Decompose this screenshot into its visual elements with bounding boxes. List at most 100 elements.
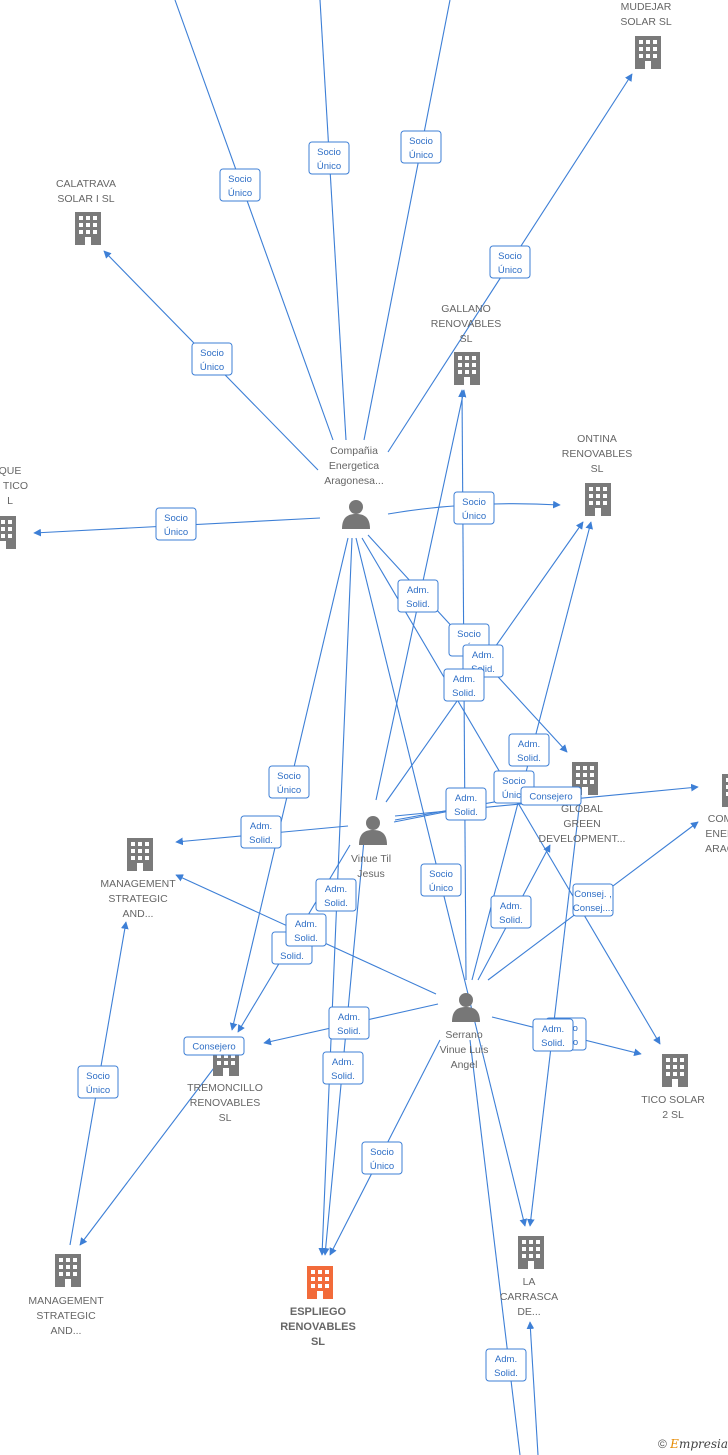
- person-icon[interactable]: [452, 993, 480, 1022]
- badge-box[interactable]: [489, 245, 531, 279]
- building-icon[interactable]: [635, 36, 661, 69]
- badge-box[interactable]: [453, 491, 495, 525]
- badge-label: Consej. ,Consej....: [573, 889, 613, 914]
- edge: [469, 1039, 521, 1455]
- badge-box[interactable]: [155, 507, 197, 541]
- badge-box[interactable]: [400, 130, 442, 164]
- badge-box[interactable]: [308, 141, 350, 175]
- badge-label: Adm.Solid.: [454, 793, 478, 818]
- badge-box[interactable]: [532, 1018, 574, 1052]
- node-com_right[interactable]: COMENERARAG: [705, 774, 728, 855]
- badge-box[interactable]: [572, 883, 614, 917]
- person-icon[interactable]: [359, 816, 387, 845]
- relationship-badge[interactable]: Adm.Solid.: [240, 815, 282, 849]
- badge-box[interactable]: [361, 1141, 403, 1175]
- building-icon[interactable]: [127, 838, 153, 871]
- relationship-badge[interactable]: Consejero: [520, 786, 582, 806]
- relationship-badge[interactable]: Adm.Solid.: [443, 668, 485, 702]
- badge-box[interactable]: [508, 733, 550, 767]
- relationship-badge[interactable]: Adm.Solid.: [490, 895, 532, 929]
- building-icon[interactable]: [518, 1236, 544, 1269]
- building-icon[interactable]: [75, 212, 101, 245]
- relationship-badge[interactable]: Adm.Solid.: [285, 913, 327, 947]
- edge: [363, 0, 451, 441]
- badge-box[interactable]: [191, 342, 233, 376]
- relationship-badge[interactable]: Consejero: [183, 1036, 245, 1056]
- relationship-badge[interactable]: Adm.Solid.: [322, 1051, 364, 1085]
- badge-label: Adm.Solid.: [541, 1024, 565, 1049]
- relationship-badge[interactable]: Consej. ,Consej....: [572, 883, 614, 917]
- relationship-badge[interactable]: Adm.Solid.: [328, 1006, 370, 1040]
- relationship-badge[interactable]: Adm.Solid.: [532, 1018, 574, 1052]
- building-icon[interactable]: [55, 1254, 81, 1287]
- badge-box[interactable]: [490, 895, 532, 929]
- badge-box[interactable]: [268, 765, 310, 799]
- badge-box[interactable]: [315, 878, 357, 912]
- edge: [321, 839, 365, 1256]
- building-icon[interactable]: [585, 483, 611, 516]
- edge: [174, 0, 334, 441]
- badge-box[interactable]: [328, 1006, 370, 1040]
- building-icon[interactable]: [722, 774, 728, 807]
- building-icon[interactable]: [454, 352, 480, 385]
- copyright-symbol: ©: [657, 1437, 667, 1451]
- badge-box[interactable]: [420, 863, 462, 897]
- relationship-badge[interactable]: Adm.Solid.: [508, 733, 550, 767]
- badge-box[interactable]: [77, 1065, 119, 1099]
- badge-box[interactable]: [397, 579, 439, 613]
- badge-box[interactable]: [485, 1348, 527, 1382]
- edge: [79, 1051, 227, 1246]
- relationship-badge[interactable]: Adm.Solid.: [315, 878, 357, 912]
- badge-box[interactable]: [285, 913, 327, 947]
- building-icon[interactable]: [662, 1054, 688, 1087]
- relationship-badge[interactable]: Adm.Solid.: [485, 1348, 527, 1382]
- badge-box[interactable]: [445, 787, 487, 821]
- badge-box[interactable]: [443, 668, 485, 702]
- relationship-badge[interactable]: Adm.Solid.: [445, 787, 487, 821]
- building-icon[interactable]: [0, 516, 16, 549]
- badge-label: Adm.Solid.: [294, 919, 318, 944]
- badge-box[interactable]: [322, 1051, 364, 1085]
- badge-box[interactable]: [240, 815, 282, 849]
- badge-box[interactable]: [219, 168, 261, 202]
- relationship-badge[interactable]: Adm.Solid.: [397, 579, 439, 613]
- person-icon[interactable]: [342, 500, 370, 529]
- badge-box[interactable]: [183, 1036, 245, 1056]
- building-icon[interactable]: [307, 1266, 333, 1299]
- brand-logo: Empresia: [670, 1437, 728, 1451]
- badge-box[interactable]: [520, 786, 582, 806]
